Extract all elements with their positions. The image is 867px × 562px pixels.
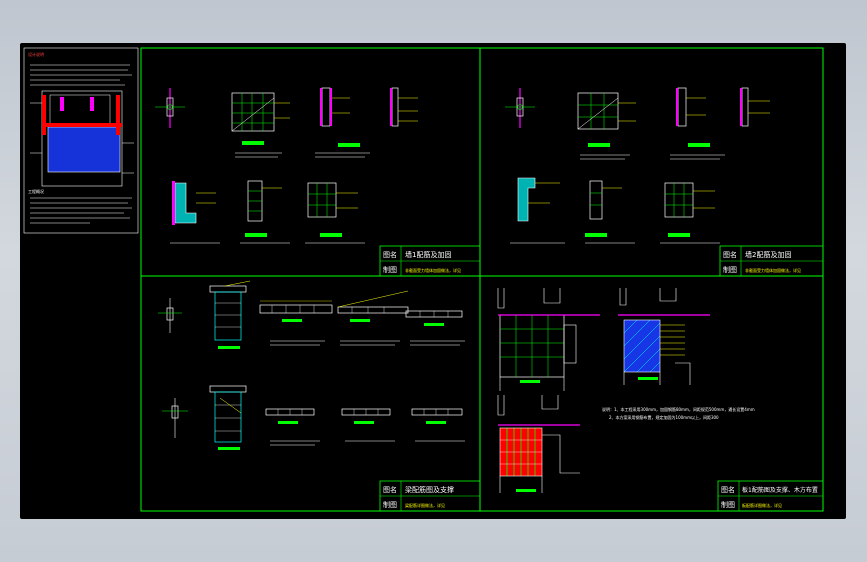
wall-section-c bbox=[390, 87, 418, 127]
beam-elevation-5 bbox=[265, 408, 315, 424]
sidebar-notes: 设计说明 工程概况 bbox=[23, 47, 139, 234]
beam-elevation-3 bbox=[337, 290, 409, 322]
column-detail-1 bbox=[155, 88, 185, 128]
panel-title: 墙2配筋及加固 bbox=[745, 250, 791, 259]
wall-detail-f bbox=[577, 92, 636, 147]
panel-title: 梁配筋图及支撑 bbox=[405, 485, 454, 494]
title-block-bottom-right: 图名 板1配筋图及支撑、木方布置 制图 板配筋详图做法，详见 bbox=[717, 480, 824, 512]
column-detail-2 bbox=[505, 88, 535, 128]
sidebar-subheading: 工程概况 bbox=[28, 188, 44, 194]
beam-section-2 bbox=[162, 398, 188, 438]
panel-note: 非截面受力墙体加固做法，详见 bbox=[745, 267, 801, 273]
title-label: 图名 bbox=[383, 250, 397, 259]
beam-section-1 bbox=[158, 298, 182, 333]
general-note-1: 说明：1、本工程采用300mm，加固钢筋80mm，间距规范500mm，通长设置4… bbox=[602, 406, 755, 412]
beam-column-elevation-2 bbox=[209, 385, 247, 450]
corner-column-detail-2 bbox=[517, 177, 560, 222]
title-label: 图名 bbox=[383, 485, 397, 494]
drawing-label: 制图 bbox=[721, 500, 735, 509]
panel-note: 板配筋详图做法，详见 bbox=[742, 502, 782, 508]
drawing-sheet: 设计说明 工程概况 bbox=[23, 47, 824, 512]
wall-detail-i bbox=[585, 180, 622, 237]
corner-column-detail bbox=[172, 181, 216, 225]
panel-bottom-left: 图名 梁配筋图及支撑 制图 梁配筋详图做法，详见 bbox=[158, 280, 481, 512]
panel-title: 墙1配筋及加固 bbox=[405, 250, 451, 259]
cad-viewport[interactable]: 设计说明 工程概况 bbox=[20, 43, 846, 519]
wall-section-h bbox=[740, 87, 770, 127]
wall-section-g bbox=[676, 87, 710, 147]
panel-note: 非截面受力墙体加固做法，详见 bbox=[405, 267, 461, 273]
wall-detail-d bbox=[245, 180, 282, 237]
panel-top-left: 图名 墙1配筋及加固 制图 非截面受力墙体加固做法，详见 bbox=[155, 87, 481, 277]
drawing-label: 制图 bbox=[723, 265, 737, 274]
panel-note: 梁配筋详图做法，详见 bbox=[405, 502, 445, 508]
beam-elevation-7 bbox=[411, 408, 463, 424]
beam-column-elevation-1 bbox=[209, 280, 251, 349]
panel-top-right: 图名 墙2配筋及加固 制图 非截面受力墙体加固做法，详见 bbox=[505, 87, 824, 277]
drawing-label: 制图 bbox=[383, 265, 397, 274]
title-label: 图名 bbox=[721, 485, 735, 494]
general-note-2: 2、本方案采用钢筋布置，规定加固为100mm以上，间距300 bbox=[609, 414, 719, 420]
title-block-top-right: 图名 墙2配筋及加固 制图 非截面受力墙体加固做法，详见 bbox=[719, 245, 824, 277]
sidebar-heading: 设计说明 bbox=[28, 51, 44, 57]
beam-elevation-4 bbox=[405, 310, 463, 326]
beam-elevation-6 bbox=[341, 408, 391, 424]
beam-elevation-2 bbox=[259, 300, 333, 322]
wall-detail-j bbox=[664, 182, 715, 237]
drawing-label: 制图 bbox=[383, 500, 397, 509]
wall-detail-e bbox=[307, 182, 358, 237]
panel-title: 板1配筋图及支撑、木方布置 bbox=[742, 486, 818, 494]
title-label: 图名 bbox=[723, 250, 737, 259]
sheet-frame bbox=[140, 47, 824, 512]
wall-detail-a bbox=[231, 92, 290, 145]
panel-bottom-right: 说明：1、本工程采用300mm，加固钢筋80mm，间距规范500mm，通长设置4… bbox=[497, 288, 824, 512]
slab-plan-3 bbox=[497, 395, 580, 493]
wall-section-b bbox=[320, 87, 360, 147]
title-block-top-left: 图名 墙1配筋及加固 制图 非截面受力墙体加固做法，详见 bbox=[379, 245, 481, 277]
slab-plan-1 bbox=[497, 288, 600, 391]
title-block-bottom-left: 图名 梁配筋图及支撑 制图 梁配筋详图做法，详见 bbox=[379, 480, 481, 512]
slab-plan-2 bbox=[618, 288, 710, 385]
